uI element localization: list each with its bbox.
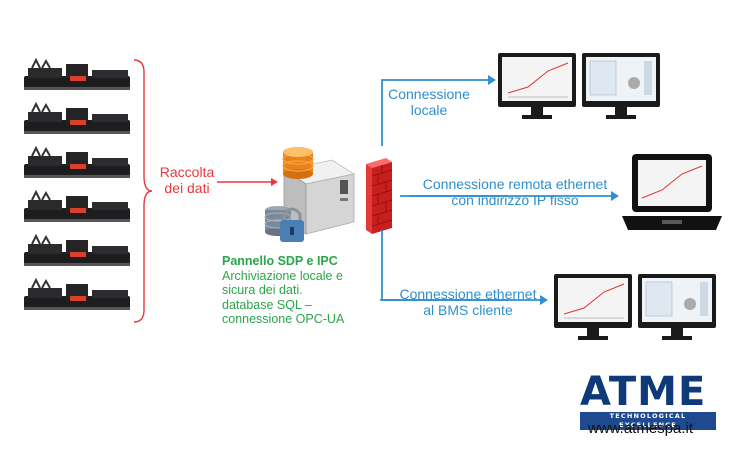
arrow-bms xyxy=(380,295,548,305)
server-line4: connessione OPC-UA xyxy=(222,312,345,326)
machine-icon xyxy=(24,278,130,310)
monitor-pair-top xyxy=(498,53,660,119)
connection-remote-line2: con indirizzo IP fisso xyxy=(451,192,579,208)
connection-remote-line1: Connessione remota ethernet xyxy=(422,176,608,192)
bracket-brace xyxy=(133,59,153,323)
connection-bms-line2: al BMS cliente xyxy=(423,302,513,318)
firewall-icon xyxy=(366,158,393,234)
collect-label-line1: Raccolta xyxy=(159,164,215,180)
collect-label: Raccolta dei dati xyxy=(152,164,222,196)
server-line3: database SQL – xyxy=(222,297,312,312)
atme-logo: ATME TECHNOLOGICAL EXCELLENCE xyxy=(580,372,716,430)
server-line1: Archiviazione locale e xyxy=(222,268,343,283)
machine-icon xyxy=(24,190,130,222)
machine-icon xyxy=(24,58,130,90)
connection-local-line2: locale xyxy=(410,102,448,118)
arrow-to-server xyxy=(217,178,278,186)
machine-icon xyxy=(24,146,130,178)
connection-local-label: Connessione locale xyxy=(384,86,474,118)
monitor-icon xyxy=(638,274,716,340)
padlock-icon xyxy=(280,207,304,242)
logo-text: ATME xyxy=(580,369,707,415)
connection-bms-line1: Connessione ethernet xyxy=(399,286,537,302)
monitor-icon xyxy=(498,53,576,119)
monitor-pair-bottom xyxy=(554,274,716,340)
connection-remote-label: Connessione remota ethernet con indirizz… xyxy=(410,176,620,208)
website-link[interactable]: www.atmespa.it xyxy=(588,420,694,437)
monitor-icon xyxy=(582,53,660,119)
collect-label-line2: dei dati xyxy=(164,180,210,196)
connection-local-line1: Connessione xyxy=(388,86,470,102)
machine-icon xyxy=(24,234,130,266)
server-icon xyxy=(264,147,356,242)
database-icon xyxy=(282,147,314,179)
connection-bms-label: Connessione ethernet al BMS cliente xyxy=(388,286,548,318)
server-line2: sicura dei dati. xyxy=(222,283,303,297)
logo-tagline: TECHNOLOGICAL EXCELLENCE xyxy=(580,412,716,430)
monitor-icon xyxy=(554,274,632,340)
server-description: Pannello SDP e IPC Archiviazione locale … xyxy=(222,254,362,327)
machine-icon xyxy=(24,102,130,134)
server-title: Pannello SDP e IPC xyxy=(222,254,338,268)
laptop-icon xyxy=(622,154,722,230)
arrow-remote xyxy=(400,191,619,201)
